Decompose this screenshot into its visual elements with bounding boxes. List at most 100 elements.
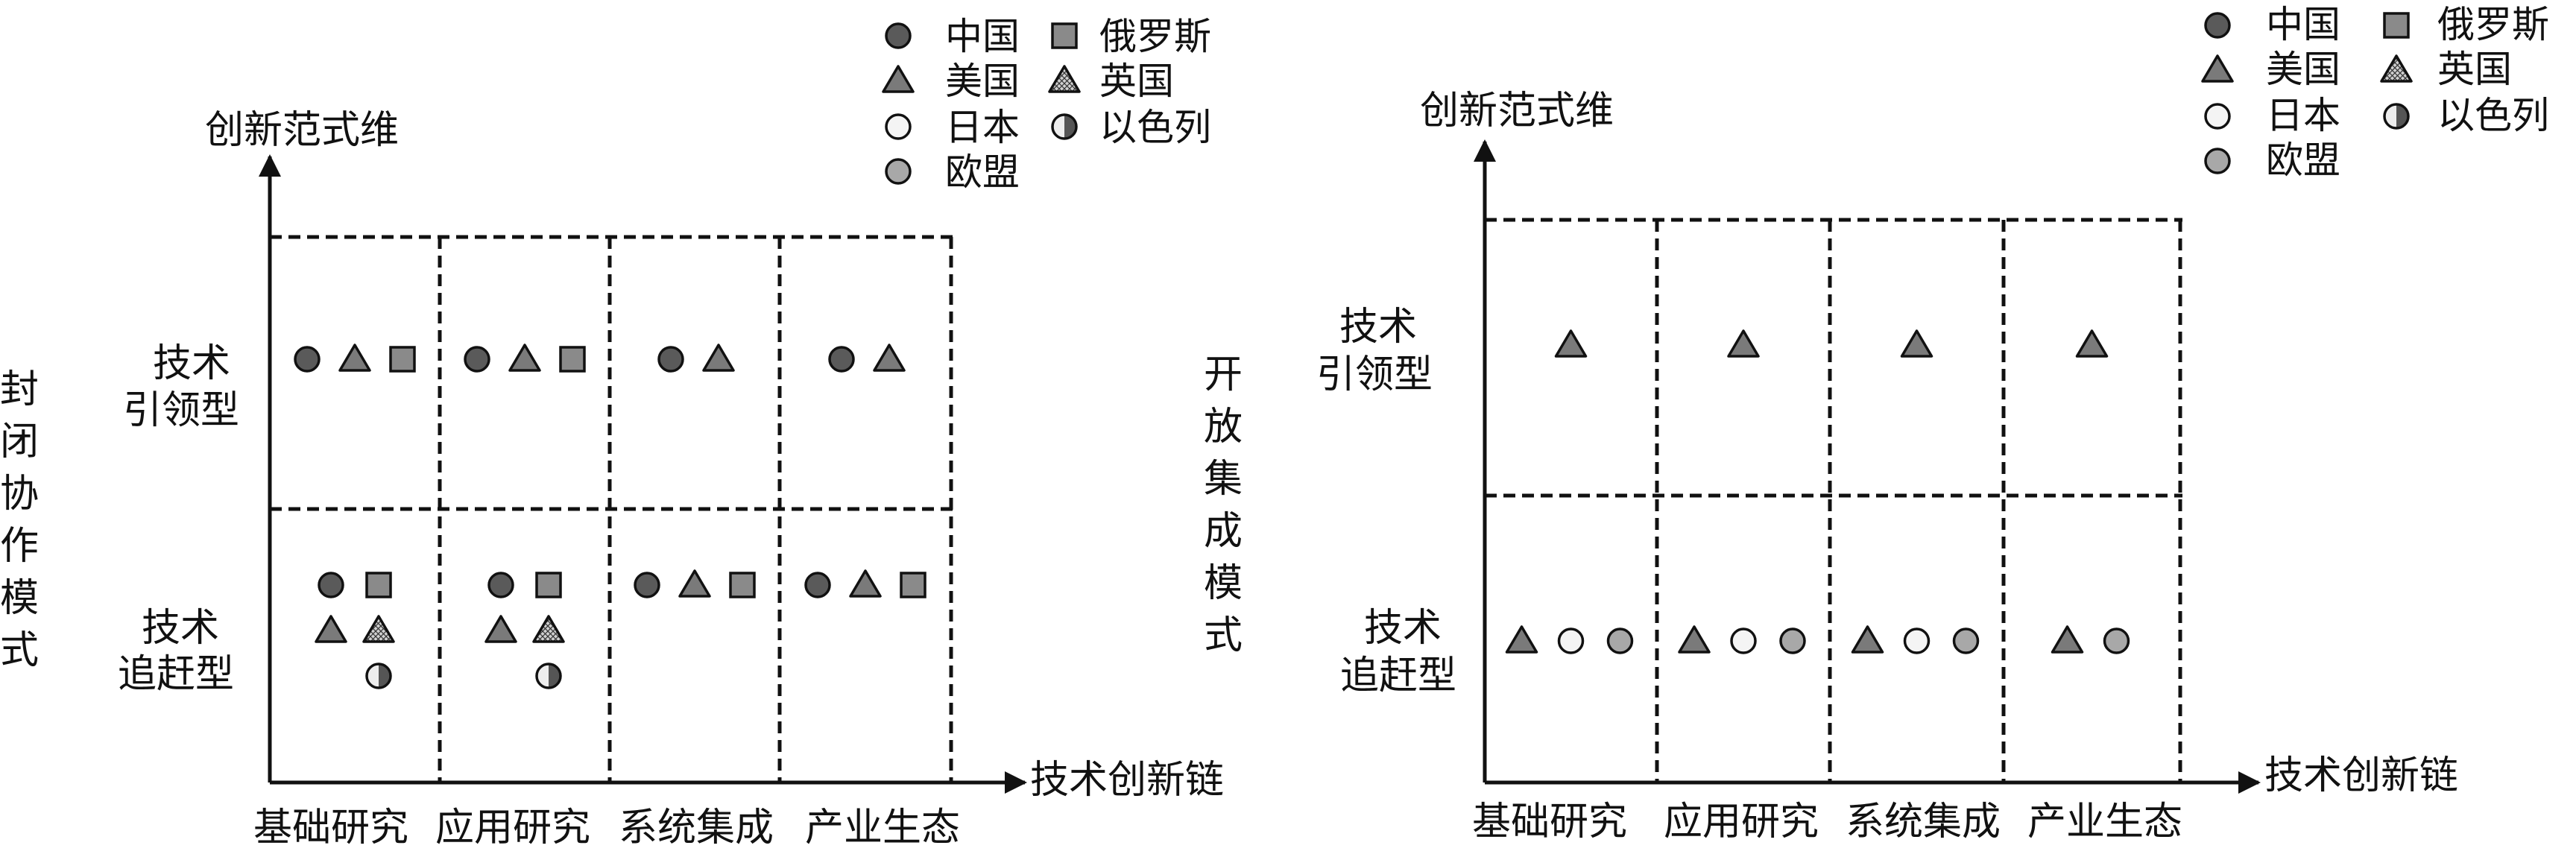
israel-marker bbox=[535, 663, 562, 689]
japan-marker bbox=[1730, 627, 1757, 654]
svg-text:式: 式 bbox=[0, 628, 39, 673]
legend-label-japan: 日本 bbox=[2266, 94, 2340, 137]
column-label-system-integration: 系统集成 bbox=[1846, 800, 2001, 844]
uk-marker bbox=[2380, 54, 2413, 83]
eu-marker bbox=[885, 158, 912, 185]
open-integration-panel: 创新范式维 技术创新链 技术 引领型 技术 追赶型 基础研究 应用研究 系统集成… bbox=[1204, 3, 2549, 844]
row-label-leading-line1: 技术 bbox=[153, 341, 230, 386]
column-label-basic-research: 基础研究 bbox=[1472, 800, 1627, 844]
uk-marker bbox=[1048, 65, 1081, 93]
japan-marker bbox=[2204, 103, 2231, 130]
usa-marker bbox=[849, 569, 882, 598]
legend-label-russia: 俄罗斯 bbox=[2437, 3, 2549, 46]
usa-marker bbox=[1727, 329, 1760, 358]
country-markers bbox=[1505, 329, 2130, 654]
legend-label-israel: 以色列 bbox=[2437, 94, 2549, 137]
column-label-applied-research: 应用研究 bbox=[435, 806, 590, 850]
row-label-catchup-line1: 技术 bbox=[1364, 606, 1442, 651]
row-label-catchup-line2: 追赶型 bbox=[118, 652, 234, 697]
china-marker bbox=[885, 22, 912, 49]
legend: 中国 俄罗斯 美国 英国 日本 以色列 欧盟 bbox=[2201, 3, 2549, 182]
china-marker bbox=[804, 572, 831, 598]
svg-text:闭: 闭 bbox=[0, 420, 39, 464]
x-axis-title: 技术创新链 bbox=[1030, 758, 1224, 803]
usa-marker bbox=[873, 344, 906, 372]
usa-marker bbox=[1851, 625, 1884, 654]
svg-text:集: 集 bbox=[1204, 457, 1243, 502]
eu-marker bbox=[1952, 627, 1980, 654]
russia-marker bbox=[2383, 12, 2410, 39]
uk-marker bbox=[532, 615, 565, 643]
legend-label-china: 中国 bbox=[945, 15, 1020, 58]
usa-marker bbox=[678, 569, 711, 598]
usa-marker bbox=[2075, 329, 2109, 358]
russia-marker bbox=[1051, 22, 1078, 49]
svg-text:模: 模 bbox=[0, 576, 39, 621]
usa-marker bbox=[882, 65, 915, 93]
row-label-leading-line2: 引领型 bbox=[1316, 352, 1433, 397]
eu-marker bbox=[1606, 627, 1634, 654]
row-label-catchup-line2: 追赶型 bbox=[1340, 654, 1456, 698]
svg-text:作: 作 bbox=[0, 524, 39, 569]
grid bbox=[1485, 218, 2182, 782]
russia-marker bbox=[365, 572, 392, 598]
legend-label-usa: 美国 bbox=[2266, 48, 2340, 91]
usa-marker bbox=[1678, 625, 1711, 654]
closed-collaboration-panel: 创新范式维 技术创新链 技术 引领型 技术 追赶型 基础研究 应用研究 系统集成… bbox=[0, 15, 1224, 850]
svg-text:成: 成 bbox=[1204, 509, 1243, 554]
china-marker bbox=[318, 572, 344, 598]
legend-label-china: 中国 bbox=[2266, 3, 2340, 46]
china-marker bbox=[464, 346, 490, 373]
israel-marker bbox=[2383, 103, 2410, 130]
usa-marker bbox=[1900, 329, 1933, 358]
usa-marker bbox=[315, 615, 347, 643]
column-label-system-integration: 系统集成 bbox=[619, 806, 774, 850]
usa-marker bbox=[1505, 625, 1538, 654]
legend-label-uk: 英国 bbox=[1099, 60, 1174, 103]
russia-marker bbox=[389, 346, 416, 373]
column-label-industry-ecosystem: 产业生态 bbox=[2027, 800, 2182, 844]
china-marker bbox=[634, 572, 660, 598]
legend-label-russia: 俄罗斯 bbox=[1099, 15, 1211, 58]
usa-marker bbox=[1554, 329, 1588, 358]
country-markers bbox=[294, 344, 926, 689]
usa-marker bbox=[2051, 625, 2084, 654]
svg-text:模: 模 bbox=[1204, 561, 1243, 606]
usa-marker bbox=[2201, 54, 2234, 83]
china-marker bbox=[657, 346, 684, 373]
row-label-leading-line1: 技术 bbox=[1339, 305, 1417, 350]
usa-marker bbox=[508, 344, 541, 372]
grid bbox=[270, 235, 954, 782]
legend-label-japan: 日本 bbox=[945, 106, 1020, 149]
japan-marker bbox=[885, 113, 912, 140]
usa-marker bbox=[338, 344, 371, 372]
svg-text:封: 封 bbox=[0, 367, 39, 412]
side-label-closed-mode: 封 闭 协 作 模 式 bbox=[0, 367, 39, 673]
usa-marker bbox=[702, 344, 735, 372]
legend-label-usa: 美国 bbox=[945, 60, 1020, 103]
china-marker bbox=[294, 346, 321, 373]
svg-text:式: 式 bbox=[1204, 613, 1243, 658]
legend-label-israel: 以色列 bbox=[1099, 106, 1211, 149]
russia-marker bbox=[535, 572, 562, 598]
eu-marker bbox=[2103, 627, 2130, 654]
china-marker bbox=[828, 346, 855, 373]
side-label-open-mode: 开 放 集 成 模 式 bbox=[1204, 352, 1243, 658]
row-label-catchup-line1: 技术 bbox=[142, 606, 219, 651]
china-marker bbox=[487, 572, 514, 598]
x-axis-title: 技术创新链 bbox=[2264, 753, 2458, 798]
row-label-leading-line2: 引领型 bbox=[123, 388, 239, 433]
column-label-basic-research: 基础研究 bbox=[253, 806, 408, 850]
israel-marker bbox=[1051, 113, 1078, 140]
japan-marker bbox=[1557, 627, 1585, 654]
legend-label-eu: 欧盟 bbox=[945, 151, 1020, 194]
uk-marker bbox=[362, 615, 395, 643]
russia-marker bbox=[559, 346, 586, 373]
usa-marker bbox=[484, 615, 517, 643]
legend-label-eu: 欧盟 bbox=[2266, 139, 2340, 182]
column-label-industry-ecosystem: 产业生态 bbox=[805, 806, 960, 850]
svg-text:开: 开 bbox=[1204, 352, 1243, 397]
legend-label-uk: 英国 bbox=[2437, 48, 2512, 91]
japan-marker bbox=[1903, 627, 1931, 654]
svg-text:协: 协 bbox=[0, 472, 39, 516]
